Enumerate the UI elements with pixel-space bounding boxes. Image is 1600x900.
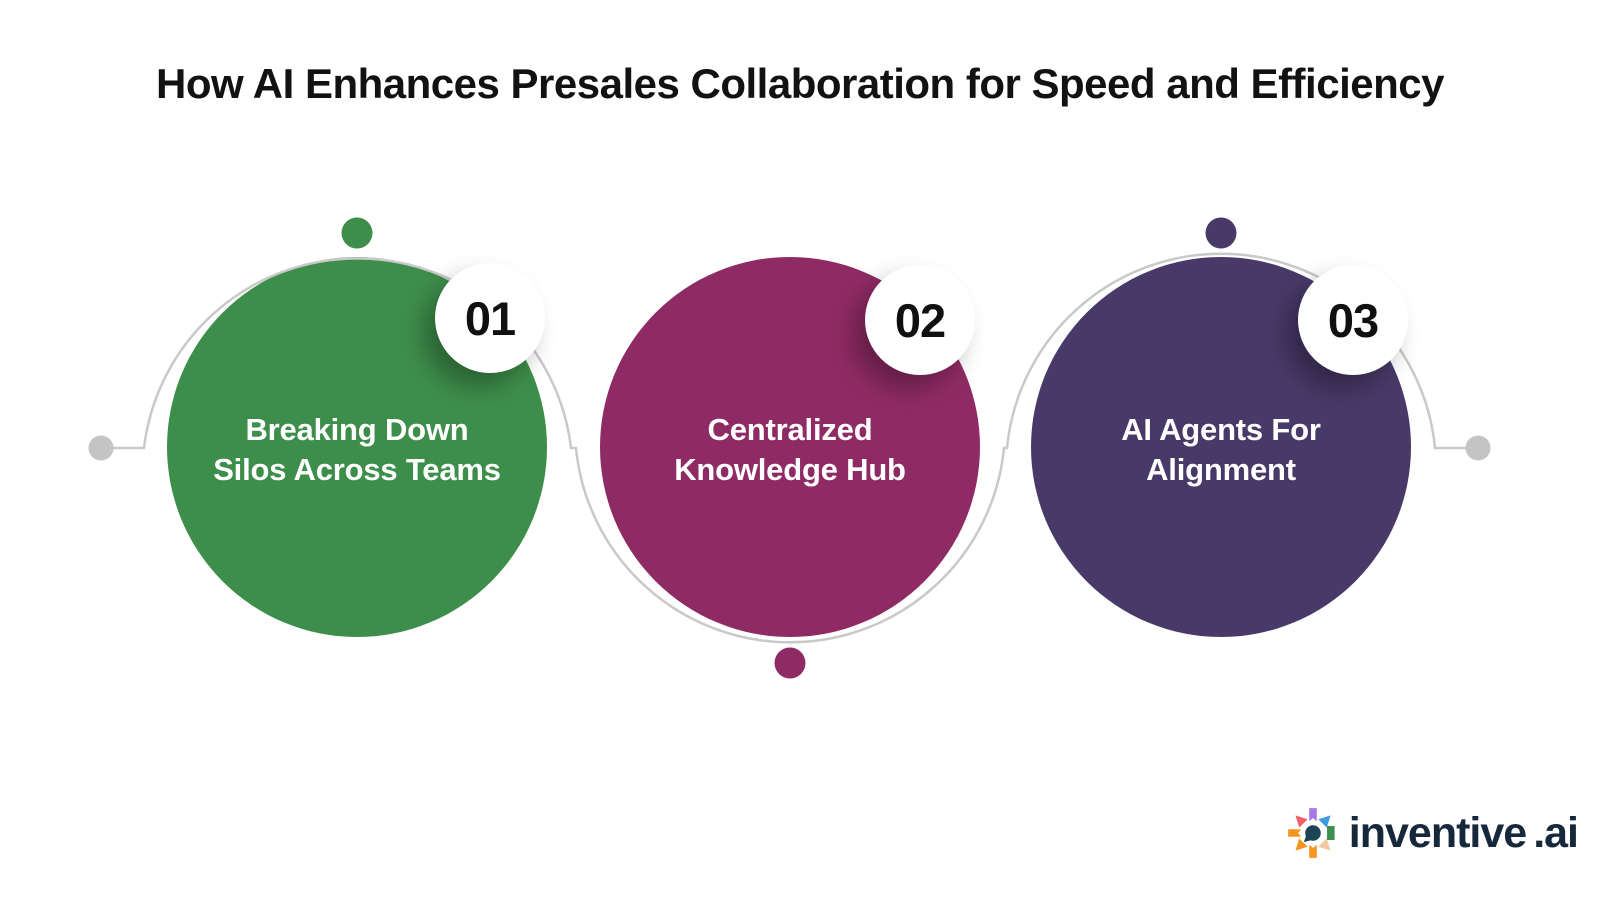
step-dot-3: [1205, 217, 1237, 249]
logo-wordmark: inventive.ai: [1348, 808, 1579, 858]
right-endpoint-dot: [1465, 435, 1491, 461]
step-number-badge-2: 02: [865, 265, 975, 375]
step-number-badge-1: 01: [435, 263, 545, 373]
inventive-logo-burst-icon: [1287, 808, 1335, 858]
step-label-1: Breaking Down Silos Across Teams: [213, 412, 501, 487]
logo-tld: .ai: [1533, 808, 1579, 857]
logo: inventive.ai: [1286, 806, 1579, 860]
left-endpoint-dot: [88, 435, 114, 461]
step-label-3: AI Agents For Alignment: [1121, 412, 1321, 487]
step-number-1: 01: [464, 291, 516, 345]
step-dot-1: [341, 217, 373, 249]
step-number-2: 02: [894, 293, 946, 347]
logo-name: inventive: [1348, 808, 1527, 857]
page-title: How AI Enhances Presales Collaboration f…: [156, 60, 1444, 107]
step-number-3: 03: [1327, 293, 1379, 347]
step-label-2: Centralized Knowledge Hub: [674, 412, 906, 487]
step-dot-2: [774, 647, 806, 679]
step-number-badge-3: 03: [1298, 265, 1408, 375]
